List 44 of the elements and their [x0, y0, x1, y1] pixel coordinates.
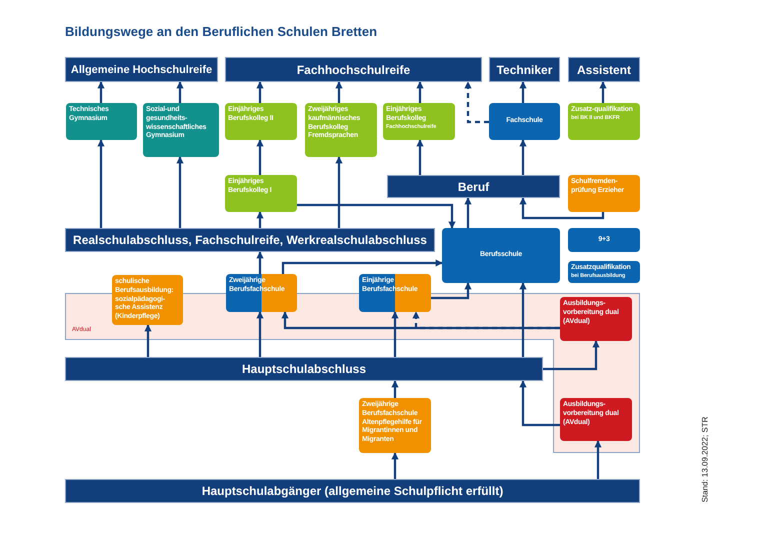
- arrow: [144, 324, 152, 357]
- school-card: [383, 103, 455, 140]
- level-bar: Fachhochschulreife: [225, 57, 482, 82]
- arrow: [543, 340, 600, 370]
- level-bar: Realschulabschluss, Fachschulreife, Werkrealschulabschluss: [65, 228, 435, 252]
- level-bar: Beruf: [387, 175, 560, 198]
- arrow: [391, 311, 399, 357]
- level-bar: Allgemeine Hochschulreife: [65, 57, 218, 82]
- diagram-title: Bildungswege an den Beruflichen Schulen Bretten: [65, 24, 378, 39]
- arrow: [335, 156, 343, 228]
- arrow: [391, 452, 399, 479]
- arrow: [412, 311, 560, 330]
- arrow: [335, 81, 343, 103]
- arrow: [256, 311, 264, 357]
- level-bar: Hauptschulabschluss: [65, 357, 543, 381]
- arrow: [519, 139, 527, 175]
- arrow: [282, 259, 443, 274]
- arrow: [256, 139, 264, 175]
- arrow: [594, 440, 602, 479]
- arrow: [599, 81, 607, 103]
- level-bar: Techniker: [489, 57, 560, 82]
- arrow: [256, 251, 264, 274]
- school-card: [568, 103, 640, 140]
- arrow: [431, 282, 472, 300]
- arrow: [297, 204, 456, 229]
- arrow: [519, 197, 604, 220]
- arrow: [416, 81, 424, 103]
- arrow: [176, 81, 184, 103]
- arrow: [464, 81, 489, 124]
- level-bar: Assistent: [568, 57, 640, 82]
- arrow: [256, 81, 264, 103]
- arrow: [464, 197, 472, 228]
- arrow: [519, 81, 527, 103]
- arrow: [391, 380, 399, 398]
- arrow: [256, 211, 264, 228]
- school-card: [568, 261, 640, 283]
- date-note: Stand: 13.09.2022; STR: [700, 416, 710, 504]
- arrow: [416, 139, 424, 175]
- level-bar: Hauptschulabgänger (allgemeine Schulpflicht erfüllt): [65, 479, 640, 503]
- arrow: [176, 156, 184, 228]
- arrow: [97, 81, 105, 103]
- arrow: [519, 380, 560, 426]
- arrow: [519, 282, 527, 357]
- arrow: [97, 139, 105, 228]
